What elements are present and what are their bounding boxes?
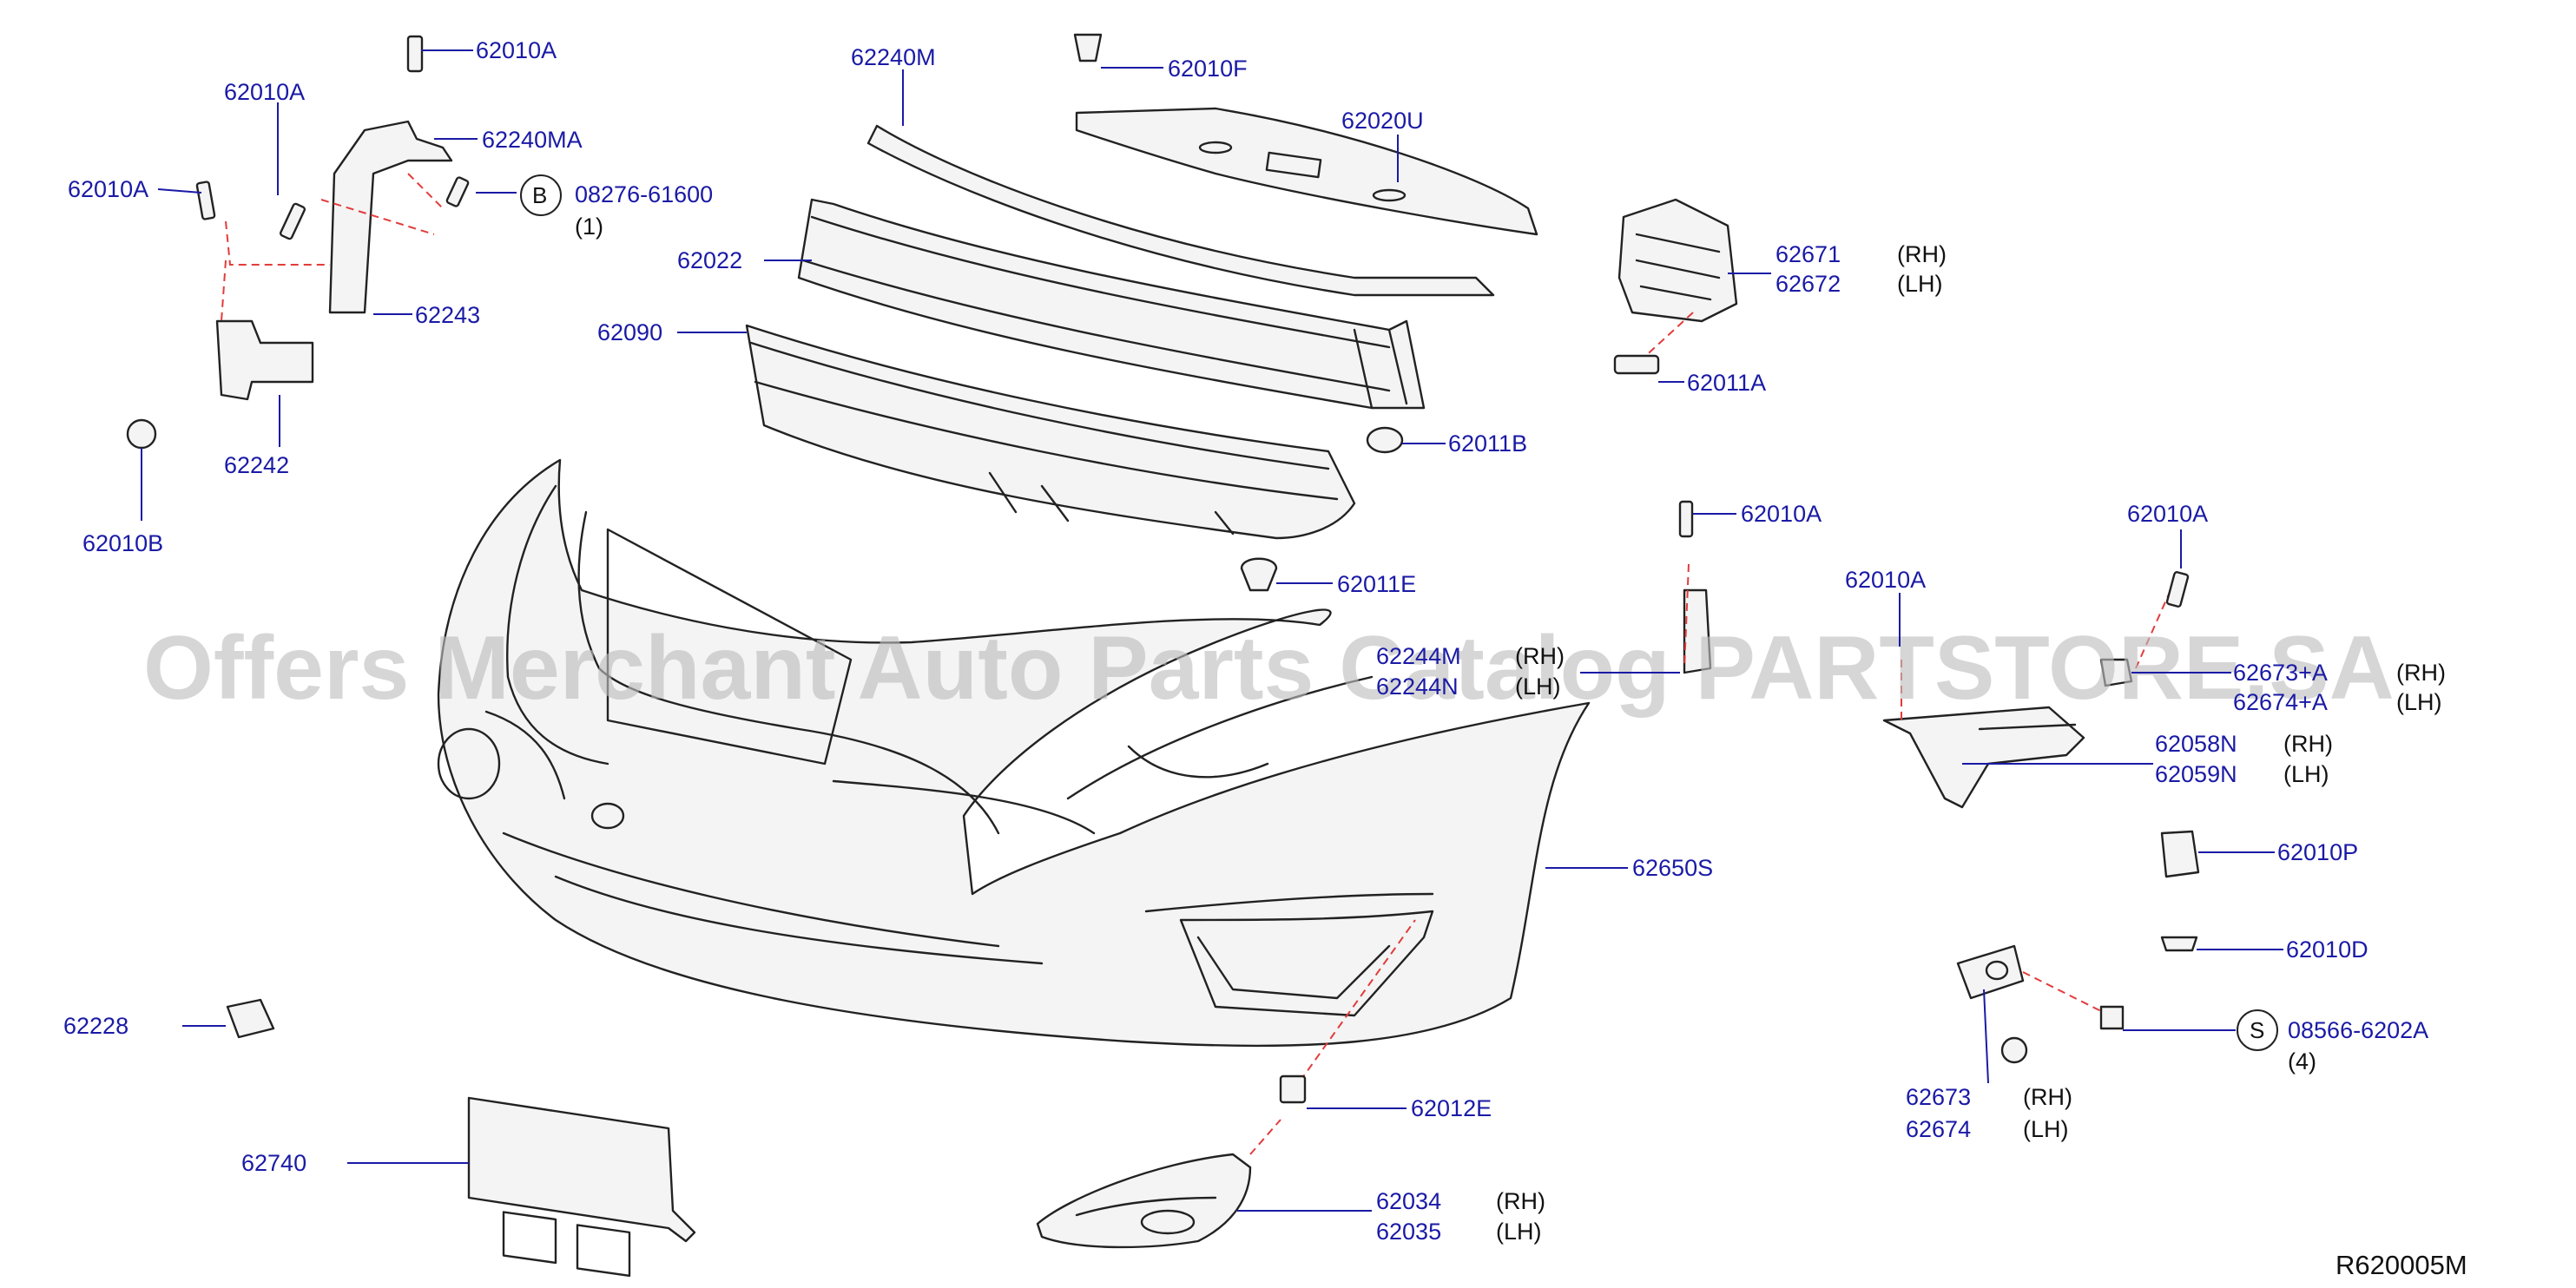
side-62673: (RH) <box>2023 1084 2072 1110</box>
label-62010P[interactable]: 62010P <box>2277 839 2358 865</box>
side-62058N: (RH) <box>2283 731 2333 757</box>
label-62674A[interactable]: 62674+A <box>2233 689 2328 715</box>
label-62010D[interactable]: 62010D <box>2286 936 2368 963</box>
label-62228[interactable]: 62228 <box>63 1013 128 1039</box>
label-62020U[interactable]: 62020U <box>1341 108 1424 134</box>
label-62240M[interactable]: 62240M <box>851 44 936 70</box>
bumper-fascia-drawing <box>437 458 1591 1048</box>
label-62034[interactable]: 62034 <box>1376 1188 1441 1214</box>
fog-cover-drawing <box>1036 919 1416 1249</box>
label-62673A[interactable]: 62673+A <box>2233 660 2328 686</box>
label-62010A-left2[interactable]: 62010A <box>68 176 148 202</box>
small-fasteners-drawing <box>126 33 2190 1104</box>
side-62244N: (LH) <box>1515 674 1561 700</box>
side-62673A: (RH) <box>2396 660 2446 686</box>
side-62674: (LH) <box>2023 1116 2069 1142</box>
label-62671[interactable]: 62671 <box>1776 241 1841 267</box>
label-62650S[interactable]: 62650S <box>1632 855 1713 881</box>
side-62059N: (LH) <box>2283 761 2329 787</box>
label-62244M[interactable]: 62244M <box>1376 643 1461 669</box>
callout-s: S <box>2237 1009 2278 1051</box>
label-62010A-r2[interactable]: 62010A <box>2127 501 2208 527</box>
label-62011A[interactable]: 62011A <box>1687 370 1766 396</box>
svg-text:S: S <box>2250 1017 2264 1043</box>
side-62671: (RH) <box>1897 241 1947 267</box>
label-62673[interactable]: 62673 <box>1906 1084 1971 1110</box>
lower-right-parts-drawing <box>1956 830 2200 1030</box>
label-62022[interactable]: 62022 <box>677 247 742 273</box>
label-08566-6202A[interactable]: 08566-6202A <box>2288 1017 2428 1043</box>
label-62010F[interactable]: 62010F <box>1168 56 1248 82</box>
label-62010A-left1[interactable]: 62010A <box>224 79 305 105</box>
label-62012E[interactable]: 62012E <box>1411 1095 1492 1121</box>
reinforcement-62022-drawing <box>797 198 1426 410</box>
label-62011B[interactable]: 62011B <box>1448 430 1527 457</box>
side-62672: (LH) <box>1897 271 1943 297</box>
label-62010A-top[interactable]: 62010A <box>476 37 557 63</box>
license-plate-bracket-drawing <box>467 1096 696 1278</box>
label-62244N[interactable]: 62244N <box>1376 674 1459 700</box>
qty-08566: (4) <box>2288 1048 2316 1074</box>
side-62035: (LH) <box>1496 1219 1542 1245</box>
label-62010A-mid[interactable]: 62010A <box>1741 501 1822 527</box>
label-08276-61600[interactable]: 08276-61600 <box>575 181 713 207</box>
side-62674A: (LH) <box>2396 689 2442 715</box>
label-62243[interactable]: 62243 <box>415 302 480 328</box>
label-62740[interactable]: 62740 <box>241 1150 306 1176</box>
label-62242[interactable]: 62242 <box>224 452 289 478</box>
side-62244M: (RH) <box>1515 643 1565 669</box>
label-62090[interactable]: 62090 <box>597 319 662 345</box>
part-labels: 62010A 62010A 62010A 62240MA 08276-61600… <box>63 37 2446 1245</box>
label-62010A-r1[interactable]: 62010A <box>1845 567 1926 593</box>
label-62674[interactable]: 62674 <box>1906 1116 1971 1142</box>
watermark: Offers Merchant Auto Parts Catalog PARTS… <box>143 618 2395 719</box>
diagram-reference: R620005M <box>2336 1250 2467 1280</box>
qty-08276: (1) <box>575 214 603 240</box>
label-62058N[interactable]: 62058N <box>2155 731 2237 757</box>
label-62011E[interactable]: 62011E <box>1337 571 1416 597</box>
label-62240MA[interactable]: 62240MA <box>482 127 583 153</box>
label-62059N[interactable]: 62059N <box>2155 761 2237 787</box>
label-62672[interactable]: 62672 <box>1776 271 1841 297</box>
absorber-62090-drawing <box>745 324 1356 540</box>
label-62010B[interactable]: 62010B <box>82 530 163 556</box>
callout-b: B <box>520 174 562 216</box>
label-62035[interactable]: 62035 <box>1376 1219 1441 1245</box>
side-bracket-drawing <box>215 120 453 401</box>
svg-text:B: B <box>532 182 547 208</box>
leader-lines <box>141 49 2283 1212</box>
side-62034: (RH) <box>1496 1188 1545 1214</box>
bracket-62671-drawing <box>1617 198 1738 361</box>
upper-brackets-drawing <box>866 107 1538 297</box>
